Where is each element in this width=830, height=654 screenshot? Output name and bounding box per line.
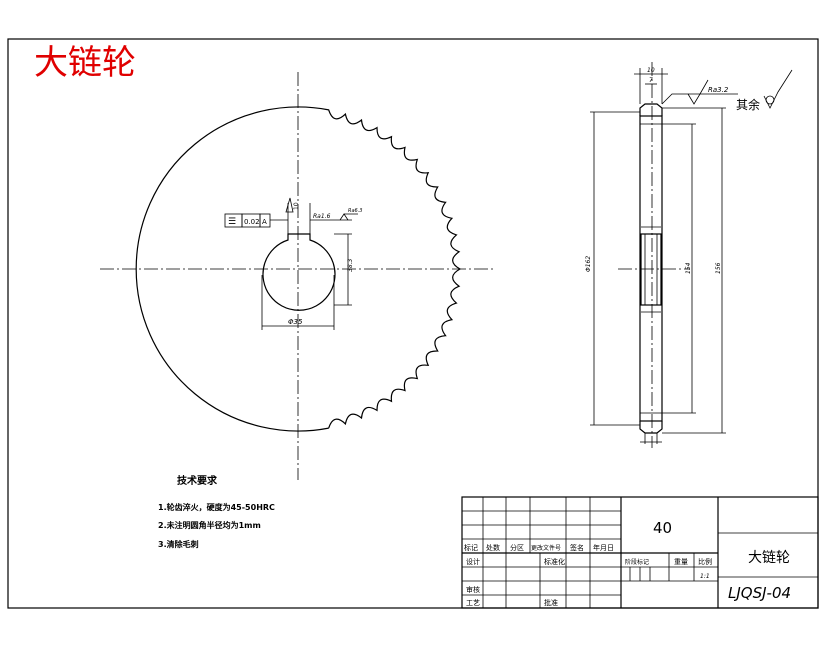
stage-mark: 阶段标记 (625, 558, 649, 566)
tb-row-process: 工艺 (466, 599, 480, 607)
stamp-title: 大链轮 (34, 43, 136, 83)
outer-diameter-dim: Φ162 (585, 256, 592, 272)
weight-label: 重量 (674, 558, 688, 566)
tb-row-design: 设计 (466, 557, 480, 566)
remainder-label: 其余 (736, 97, 760, 112)
remainder-roughness-circle (765, 95, 775, 105)
tb-header-2: 分区 (510, 543, 524, 552)
title-block: 标记 处数 分区 更改文件号 签名 年月日 设计 标准化 审核 工艺 批准 40… (461, 496, 819, 609)
drawing-number: LJQSJ-04 (728, 584, 791, 602)
part-name: 大链轮 (748, 550, 790, 566)
fcf-datum-cell (259, 213, 271, 228)
bore-with-keyway (262, 233, 336, 311)
front-view: ☰ 0.02 A 10 Ra1.6 Ra6.3 38.3 Φ35 (100, 72, 496, 480)
tb-header-0: 标记 (464, 543, 478, 552)
tb-row-approve: 批准 (544, 598, 558, 607)
sprocket-outline (135, 106, 462, 432)
tb-header-1: 处数 (486, 543, 500, 552)
notes-title: 技术要求 (177, 474, 218, 487)
scale-value: 1:1 (700, 573, 710, 580)
thickness-top-dim: 10 (647, 67, 655, 74)
tb-header-5: 年月日 (593, 543, 614, 552)
tb-header-3: 更改文件号 (531, 544, 561, 552)
hub-width-dim: 7 (649, 77, 653, 84)
side-view: 10 7 Ra3.2 其余 Φ162 154 156 (585, 62, 793, 448)
material: 40 (653, 519, 672, 537)
flatness-value: 0.02 (244, 218, 260, 226)
roughness-symbol (339, 213, 358, 221)
note-1: 1.轮齿淬火，硬度为45-50HRC (158, 502, 275, 512)
roughness-label-2: Ra6.3 (348, 208, 363, 214)
note-2: 2.未注明圆角半径均为1mm (158, 520, 261, 530)
keyway-width-dim: 10 (293, 202, 300, 210)
datum-label: A (262, 218, 267, 226)
keyway-arrow (285, 197, 294, 213)
tb-header-4: 签名 (570, 543, 584, 552)
tb-row-standard: 标准化 (544, 557, 565, 566)
tb-row-review: 审核 (466, 585, 480, 594)
sprocket-plate (639, 115, 663, 422)
bottom-dim (640, 433, 662, 444)
technical-notes: 技术要求 1.轮齿淬火，硬度为45-50HRC 2.未注明圆角半径均为1mm 3… (158, 474, 275, 549)
keyway-roughness: Ra1.6 (313, 213, 331, 220)
keyway-depth-dim: 38.3 (347, 258, 354, 272)
sheet-border (7, 38, 819, 609)
side-roughness-symbol (687, 79, 709, 105)
note-3: 3.清除毛刺 (158, 539, 199, 549)
tooth-tip-top (639, 103, 663, 116)
tooth-tip-bottom (639, 421, 663, 434)
bore-diameter-dim: Φ35 (288, 318, 303, 326)
right-dim: 156 (715, 262, 722, 274)
side-roughness-leader (661, 93, 690, 105)
remainder-roughness-symbol (763, 69, 793, 109)
mid-dim: 154 (685, 262, 692, 274)
side-roughness: Ra3.2 (708, 86, 729, 94)
hub-bore (640, 233, 662, 306)
flatness-symbol: ☰ (228, 217, 236, 227)
scale-label: 比例 (698, 557, 712, 566)
